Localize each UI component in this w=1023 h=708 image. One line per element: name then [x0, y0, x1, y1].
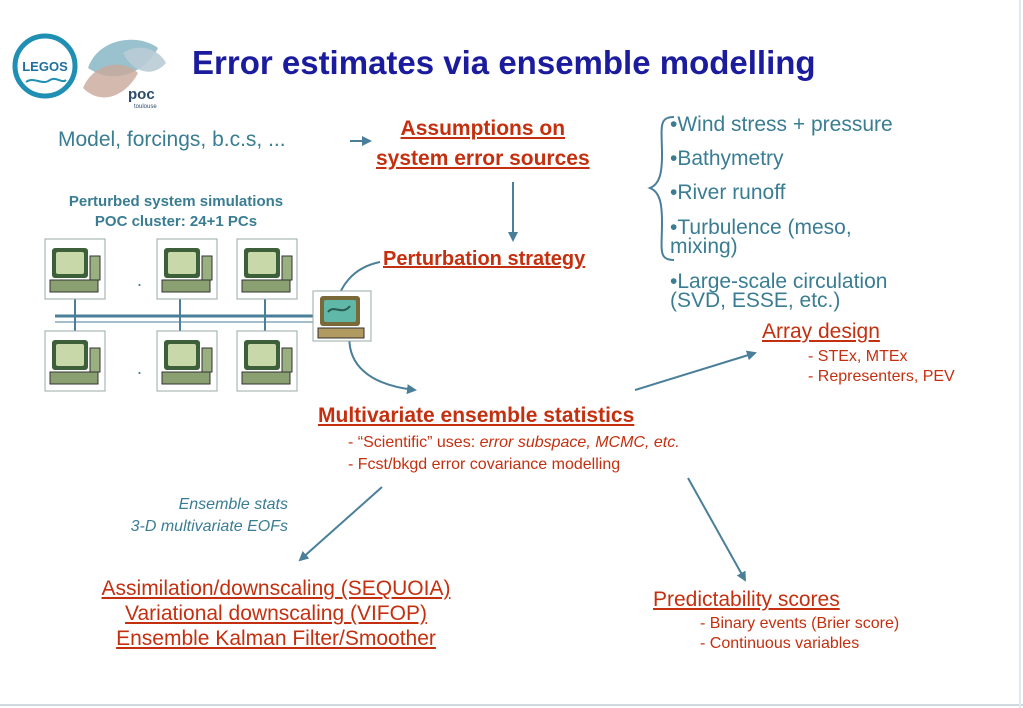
cluster-label: Perturbed system simulations POC cluster… [44, 192, 308, 232]
error-source-large-scale-cont: (SVD, ESSE, etc.) [670, 289, 841, 312]
assimilation-line1: Assimilation/downscaling (SEQUOIA) [101, 577, 451, 600]
cluster-ellipsis-top: . [137, 270, 143, 290]
error-source-runoff: •River runoff [670, 181, 786, 204]
ensemble-stats-label: Ensemble stats 3-D multivariate EOFs [60, 494, 288, 538]
multivariate-item-scientific-prefix: - “Scientific” uses: [348, 434, 480, 451]
arrow-multivariate-to-predictability [687, 477, 746, 582]
array-design-list: - STEx, MTEx - Representers, PEV [808, 347, 955, 387]
arrow-multivariate-to-assimilation [298, 486, 383, 562]
assumptions-line2: system error sources [376, 147, 590, 170]
computer-icon [156, 330, 218, 392]
multivariate-title: Multivariate ensemble statistics [318, 404, 635, 427]
right-divider [1019, 0, 1021, 708]
computer-icon [44, 330, 106, 392]
computer-icon [236, 238, 298, 300]
page-title: Error estimates via ensemble modelling [192, 44, 816, 81]
computer-icon [236, 330, 298, 392]
array-design-item: - STEx, MTEx [808, 348, 908, 365]
cluster-label-line1: Perturbed system simulations [68, 193, 284, 210]
poc-logo-subtext: toulouse [134, 104, 157, 110]
error-sources-brace [647, 116, 675, 261]
master-computer-icon [312, 290, 372, 350]
legos-logo-text: LEGOS [22, 59, 68, 74]
cluster-ellipsis-bottom: . [137, 358, 143, 378]
array-design-item: - Representers, PEV [808, 368, 955, 385]
multivariate-item-covariance: - Fcst/bkgd error covariance modelling [348, 456, 621, 473]
error-source-wind: •Wind stress + pressure [670, 113, 893, 136]
arrow-multivariate-to-array [634, 350, 757, 391]
error-source-turbulence: •Turbulence (meso, [670, 216, 852, 239]
error-source-large-scale: •Large-scale circulation [670, 270, 888, 293]
multivariate-item-scientific: - “Scientific” uses: error subspace, MCM… [348, 434, 680, 452]
bottom-divider [0, 704, 1023, 706]
assumptions-line1: Assumptions on [400, 117, 566, 140]
predictability-list: - Binary events (Brier score) - Continuo… [700, 614, 899, 654]
perturbation-strategy: Perturbation strategy [383, 248, 586, 270]
model-forcings-label: Model, forcings, b.c.s, ... [58, 128, 286, 151]
assimilation-line2: Variational downscaling (VIFOP) [125, 602, 427, 625]
legos-logo: LEGOS [12, 33, 78, 99]
computer-icon [44, 238, 106, 300]
poc-logo-text: poc [128, 86, 155, 103]
assumptions-box: Assumptions on system error sources [376, 114, 590, 174]
predictability-title: Predictability scores [653, 588, 840, 611]
array-design-title: Array design [762, 320, 880, 343]
assimilation-line3: Ensemble Kalman Filter/Smoother [116, 627, 436, 650]
error-source-bathymetry: •Bathymetry [670, 147, 784, 170]
predictability-item: - Binary events (Brier score) [700, 615, 900, 632]
predictability-item: - Continuous variables [700, 635, 860, 652]
assimilation-block: Assimilation/downscaling (SEQUOIA) Varia… [56, 576, 496, 651]
ensemble-stats-line1: Ensemble stats [178, 496, 288, 513]
multivariate-item-scientific-italic: error subspace, MCMC, etc. [479, 434, 680, 451]
computer-icon [156, 238, 218, 300]
ensemble-stats-line2: 3-D multivariate EOFs [130, 518, 288, 535]
error-source-turbulence-cont: mixing) [670, 235, 738, 258]
poc-logo: poc toulouse [83, 39, 166, 110]
cluster-label-line2: POC cluster: 24+1 PCs [94, 213, 258, 230]
